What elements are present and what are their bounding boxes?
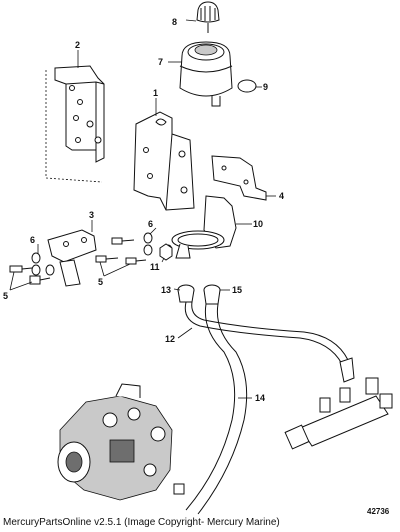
callout-7: 7 xyxy=(158,57,163,67)
callout-11: 11 xyxy=(150,262,160,272)
return-hose-12[interactable] xyxy=(184,301,355,383)
reservoir-cap[interactable] xyxy=(196,1,220,33)
callout-2: 2 xyxy=(75,40,80,50)
screw-group-left[interactable] xyxy=(9,265,51,285)
power-steering-pump[interactable] xyxy=(57,383,173,501)
mounting-plate-3[interactable] xyxy=(47,229,97,287)
hose-fitting-15[interactable] xyxy=(203,284,221,305)
callout-15: 15 xyxy=(232,285,242,295)
callout-12: 12 xyxy=(165,334,175,344)
hose-fitting-13[interactable] xyxy=(177,284,195,303)
reservoir-plug[interactable] xyxy=(237,79,257,93)
callout-9: 9 xyxy=(263,82,268,92)
callout-labels: 8 7 9 2 1 4 10 3 6 6 5 5 11 13 15 12 14 xyxy=(3,17,284,403)
reservoir-clamp[interactable] xyxy=(171,195,237,259)
callout-13: 13 xyxy=(161,285,171,295)
callout-6-left: 6 xyxy=(30,235,35,245)
diagram-number: 42736 xyxy=(367,507,390,516)
pressure-hose-14[interactable] xyxy=(185,303,248,515)
oil-cooler[interactable] xyxy=(284,377,393,450)
callout-4: 4 xyxy=(279,191,284,201)
leader-lines xyxy=(9,19,276,399)
small-fitting[interactable] xyxy=(173,483,185,495)
support-bracket-4[interactable] xyxy=(211,155,267,201)
callout-8: 8 xyxy=(172,17,177,27)
screw-group-center[interactable] xyxy=(95,237,147,265)
mounting-bracket-2[interactable] xyxy=(54,65,105,163)
fluid-reservoir[interactable] xyxy=(179,41,233,107)
callout-3: 3 xyxy=(89,210,94,220)
washer-group-left[interactable] xyxy=(31,252,55,276)
callout-1: 1 xyxy=(153,88,158,98)
callout-5-center: 5 xyxy=(98,277,103,287)
copyright-notice: MercuryPartsOnline v2.5.1 (Image Copyrig… xyxy=(3,517,280,528)
callout-14: 14 xyxy=(255,393,265,403)
callout-6-right: 6 xyxy=(148,219,153,229)
mounting-bracket-1[interactable] xyxy=(133,111,195,211)
callout-5-left: 5 xyxy=(3,291,8,301)
nut-11[interactable] xyxy=(159,243,173,261)
callout-10: 10 xyxy=(253,219,263,229)
